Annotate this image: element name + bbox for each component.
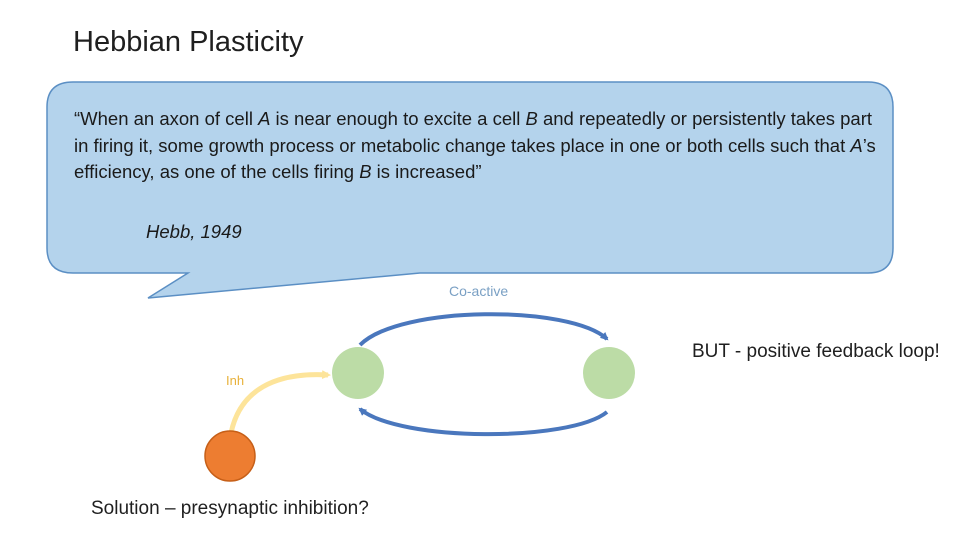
quote-text-1: “When an axon of cell xyxy=(74,108,259,129)
quote-citation: Hebb, 1949 xyxy=(146,221,242,242)
feedback-note: BUT - positive feedback loop! xyxy=(692,341,940,362)
hebb-quote: “When an axon of cell A is near enough t… xyxy=(74,106,882,186)
coactive-label: Co-active xyxy=(449,283,509,299)
inhibition-arrow xyxy=(228,370,331,434)
quote-cell-a: A xyxy=(258,108,271,129)
quote-cell-a-2: A xyxy=(850,134,863,156)
neuron-a xyxy=(332,347,384,399)
feedback-arrow-bottom xyxy=(358,407,609,437)
quote-text-3: and repeatedly or persistently takes par… xyxy=(74,108,873,156)
quote-text-5: is increased” xyxy=(371,161,482,182)
inhibition-label: Inh xyxy=(226,373,245,388)
quote-text-2: is near enough to excite a cell xyxy=(270,108,526,129)
quote-text-4: ’s efficiency, as one of the cells firin… xyxy=(74,134,876,183)
quote-cell-b-2: B xyxy=(359,161,372,182)
solution-text: Solution – presynaptic inhibition? xyxy=(91,498,369,519)
slide-title: Hebbian Plasticity xyxy=(73,26,304,58)
inhibitory-neuron xyxy=(204,430,256,482)
speech-bubble xyxy=(46,81,894,299)
neuron-b xyxy=(583,347,635,399)
feedback-arrow-top xyxy=(358,312,609,347)
quote-cell-b: B xyxy=(525,108,538,129)
